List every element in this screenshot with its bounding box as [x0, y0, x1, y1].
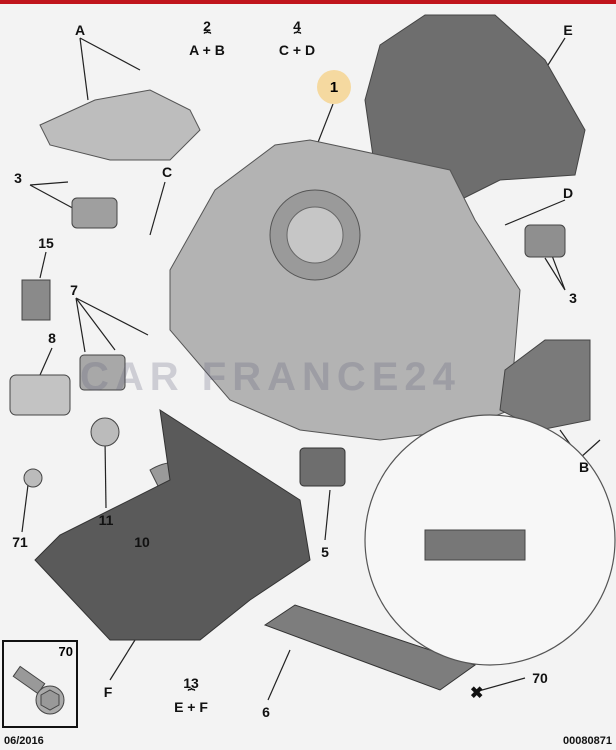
label-c: C	[161, 164, 173, 180]
label-e: E	[563, 22, 573, 38]
label-8: 8	[48, 330, 56, 346]
part-d-actuator	[524, 224, 566, 258]
group-number: 2	[203, 18, 211, 34]
part-11-gasket	[90, 417, 120, 447]
inset-box-70: 70	[2, 640, 78, 728]
part-7-sensor	[79, 354, 126, 391]
label-1: 1	[329, 78, 339, 96]
brace-icon: ⏞	[203, 31, 211, 45]
part-71-screw	[23, 468, 43, 488]
label-6: 6	[262, 704, 270, 720]
label-70: 70	[532, 670, 548, 686]
label-3b: 3	[569, 290, 577, 306]
part-15-pad	[21, 279, 51, 321]
footer-date: 06/2016	[4, 735, 44, 747]
inset-label-70: 70	[58, 644, 73, 659]
label-15: 15	[38, 235, 54, 251]
part-a-duct	[39, 89, 201, 161]
part-8-panel	[9, 374, 71, 416]
group-number: 4	[293, 18, 301, 34]
fixing-mark-icon: ✖	[470, 685, 483, 702]
label-a: A	[74, 22, 86, 38]
label-7: 7	[70, 282, 78, 298]
brace-icon: ⏞	[293, 31, 301, 45]
watermark: CAR FRANCE24	[80, 355, 461, 399]
bolt-icon	[12, 665, 65, 715]
label-b: B	[578, 459, 590, 475]
group-members: C + D	[278, 42, 316, 58]
group-13: 13 ⏞ E + F	[174, 675, 208, 715]
group-2: 2 ⏞ A + B	[189, 18, 225, 58]
part-1-housing	[169, 139, 521, 441]
label-f: F	[103, 684, 113, 700]
group-4: 4 ⏞ C + D	[279, 18, 315, 58]
label-10: 10	[134, 534, 150, 550]
group-members: E + F	[174, 699, 208, 715]
label-11: 11	[98, 512, 114, 528]
top-bar	[0, 0, 616, 4]
group-number: 13	[183, 675, 199, 691]
label-d: D	[562, 185, 574, 201]
footer-reference: 00080871	[563, 735, 612, 747]
part-f-duct	[34, 408, 311, 641]
label-71: 71	[12, 534, 28, 550]
part-5-resistor	[299, 447, 346, 487]
part-3-actuator	[71, 197, 118, 229]
part-b-cover	[499, 339, 591, 431]
label-5: 5	[321, 544, 329, 560]
brace-icon: ⏞	[187, 688, 195, 702]
part-6-heater	[263, 604, 477, 691]
callout-1: 1	[317, 70, 351, 104]
label-3a: 3	[14, 170, 22, 186]
group-members: A + B	[189, 42, 225, 58]
